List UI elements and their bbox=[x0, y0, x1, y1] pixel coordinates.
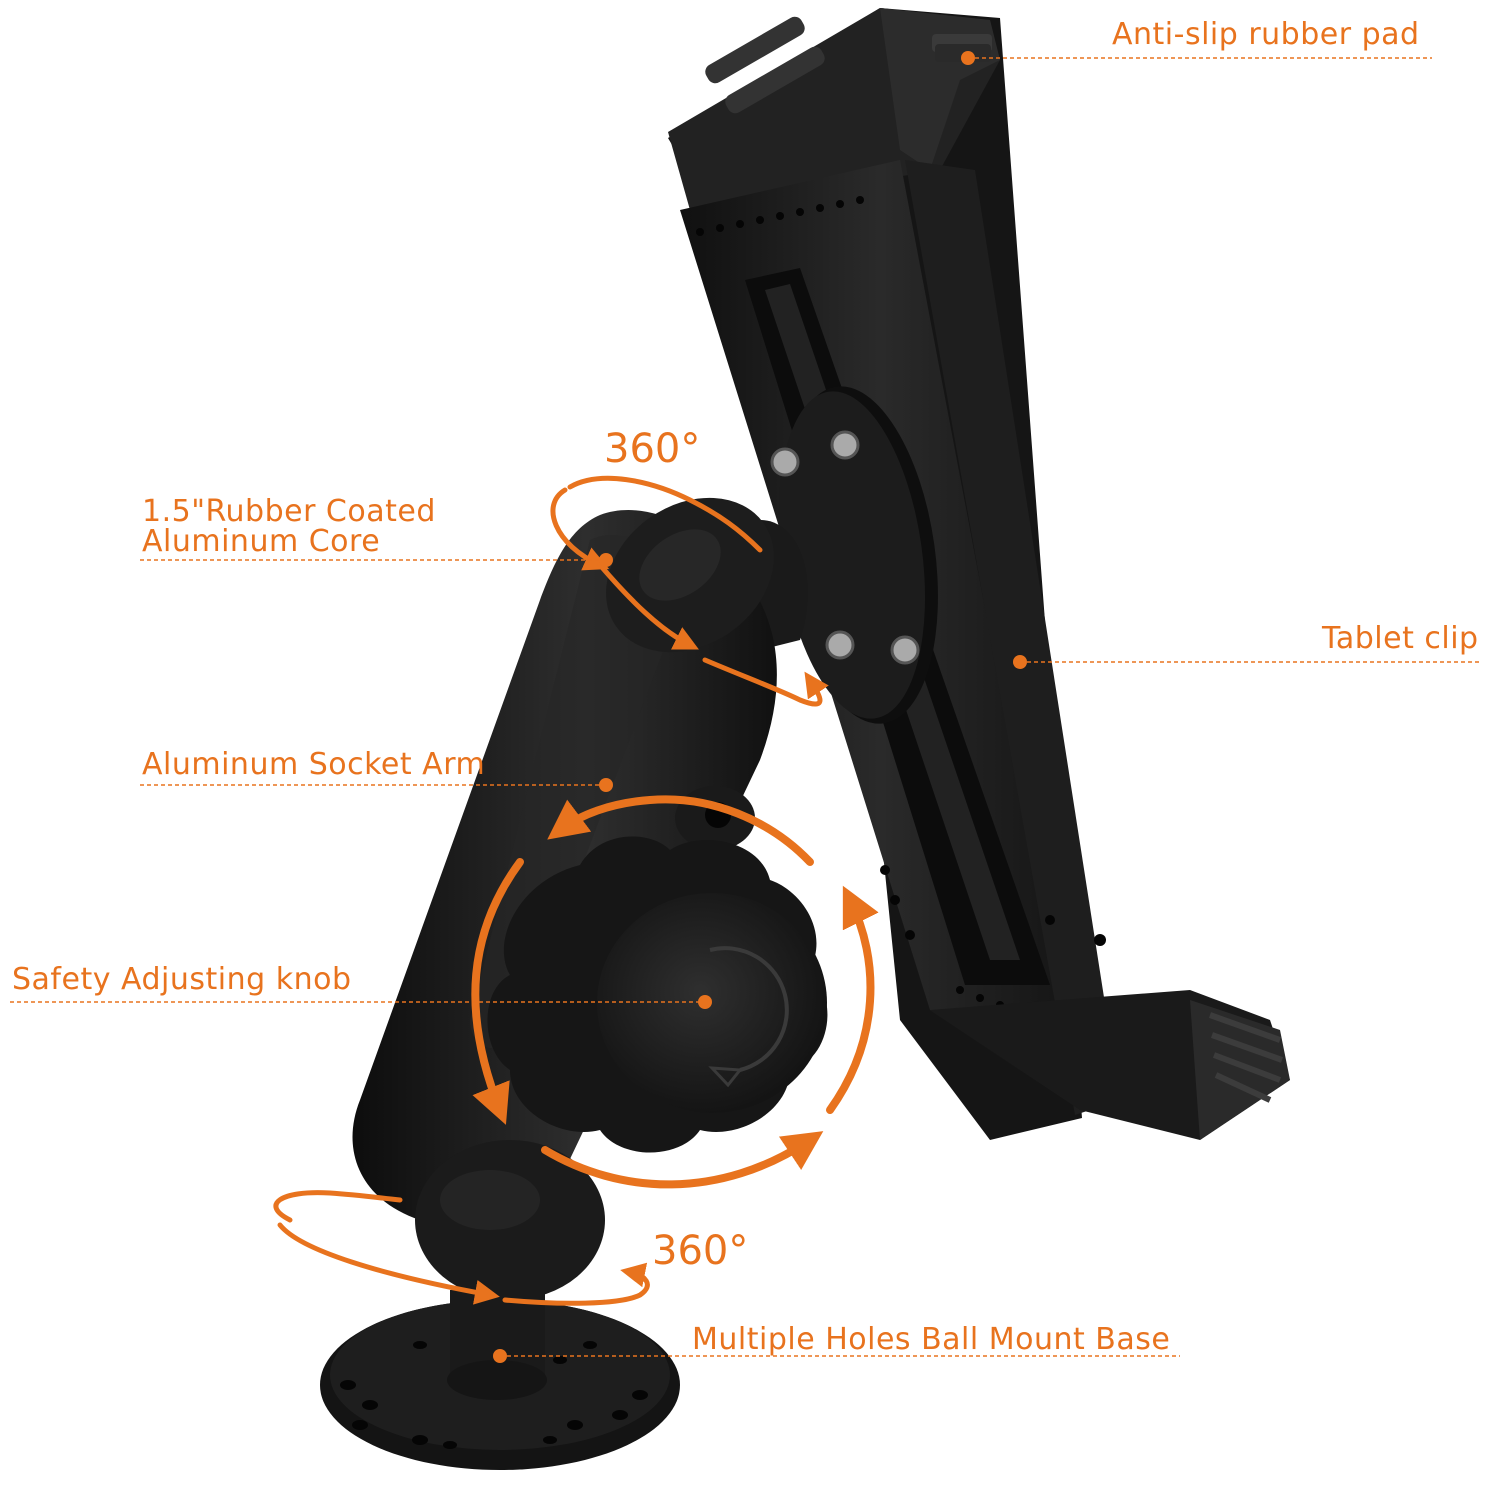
label-rubber-core-line2: Aluminum Core bbox=[142, 524, 381, 559]
callout-leaders bbox=[10, 57, 1482, 1357]
ball-mount-base bbox=[320, 1290, 680, 1470]
rotation-bottom-degrees: 360° bbox=[652, 1228, 749, 1274]
label-rubber-core-line1: 1.5"Rubber Coated bbox=[142, 494, 436, 529]
rotation-top-degrees: 360° bbox=[604, 426, 701, 472]
label-adjusting-knob: Safety Adjusting knob bbox=[12, 962, 352, 997]
callout-dots bbox=[493, 51, 1027, 1363]
adjusting-knob bbox=[487, 836, 828, 1153]
label-anti-slip-pad: Anti-slip rubber pad bbox=[1112, 17, 1420, 52]
label-tablet-clip: Tablet clip bbox=[1322, 621, 1479, 656]
mount-plate bbox=[770, 386, 938, 724]
tablet-clip bbox=[668, 8, 1290, 1140]
label-mount-base: Multiple Holes Ball Mount Base bbox=[692, 1322, 1171, 1357]
rotation-arrows bbox=[273, 475, 879, 1306]
bottom-jaw bbox=[930, 990, 1290, 1140]
label-socket-arm: Aluminum Socket Arm bbox=[142, 747, 486, 782]
top-jaw bbox=[668, 8, 1000, 210]
